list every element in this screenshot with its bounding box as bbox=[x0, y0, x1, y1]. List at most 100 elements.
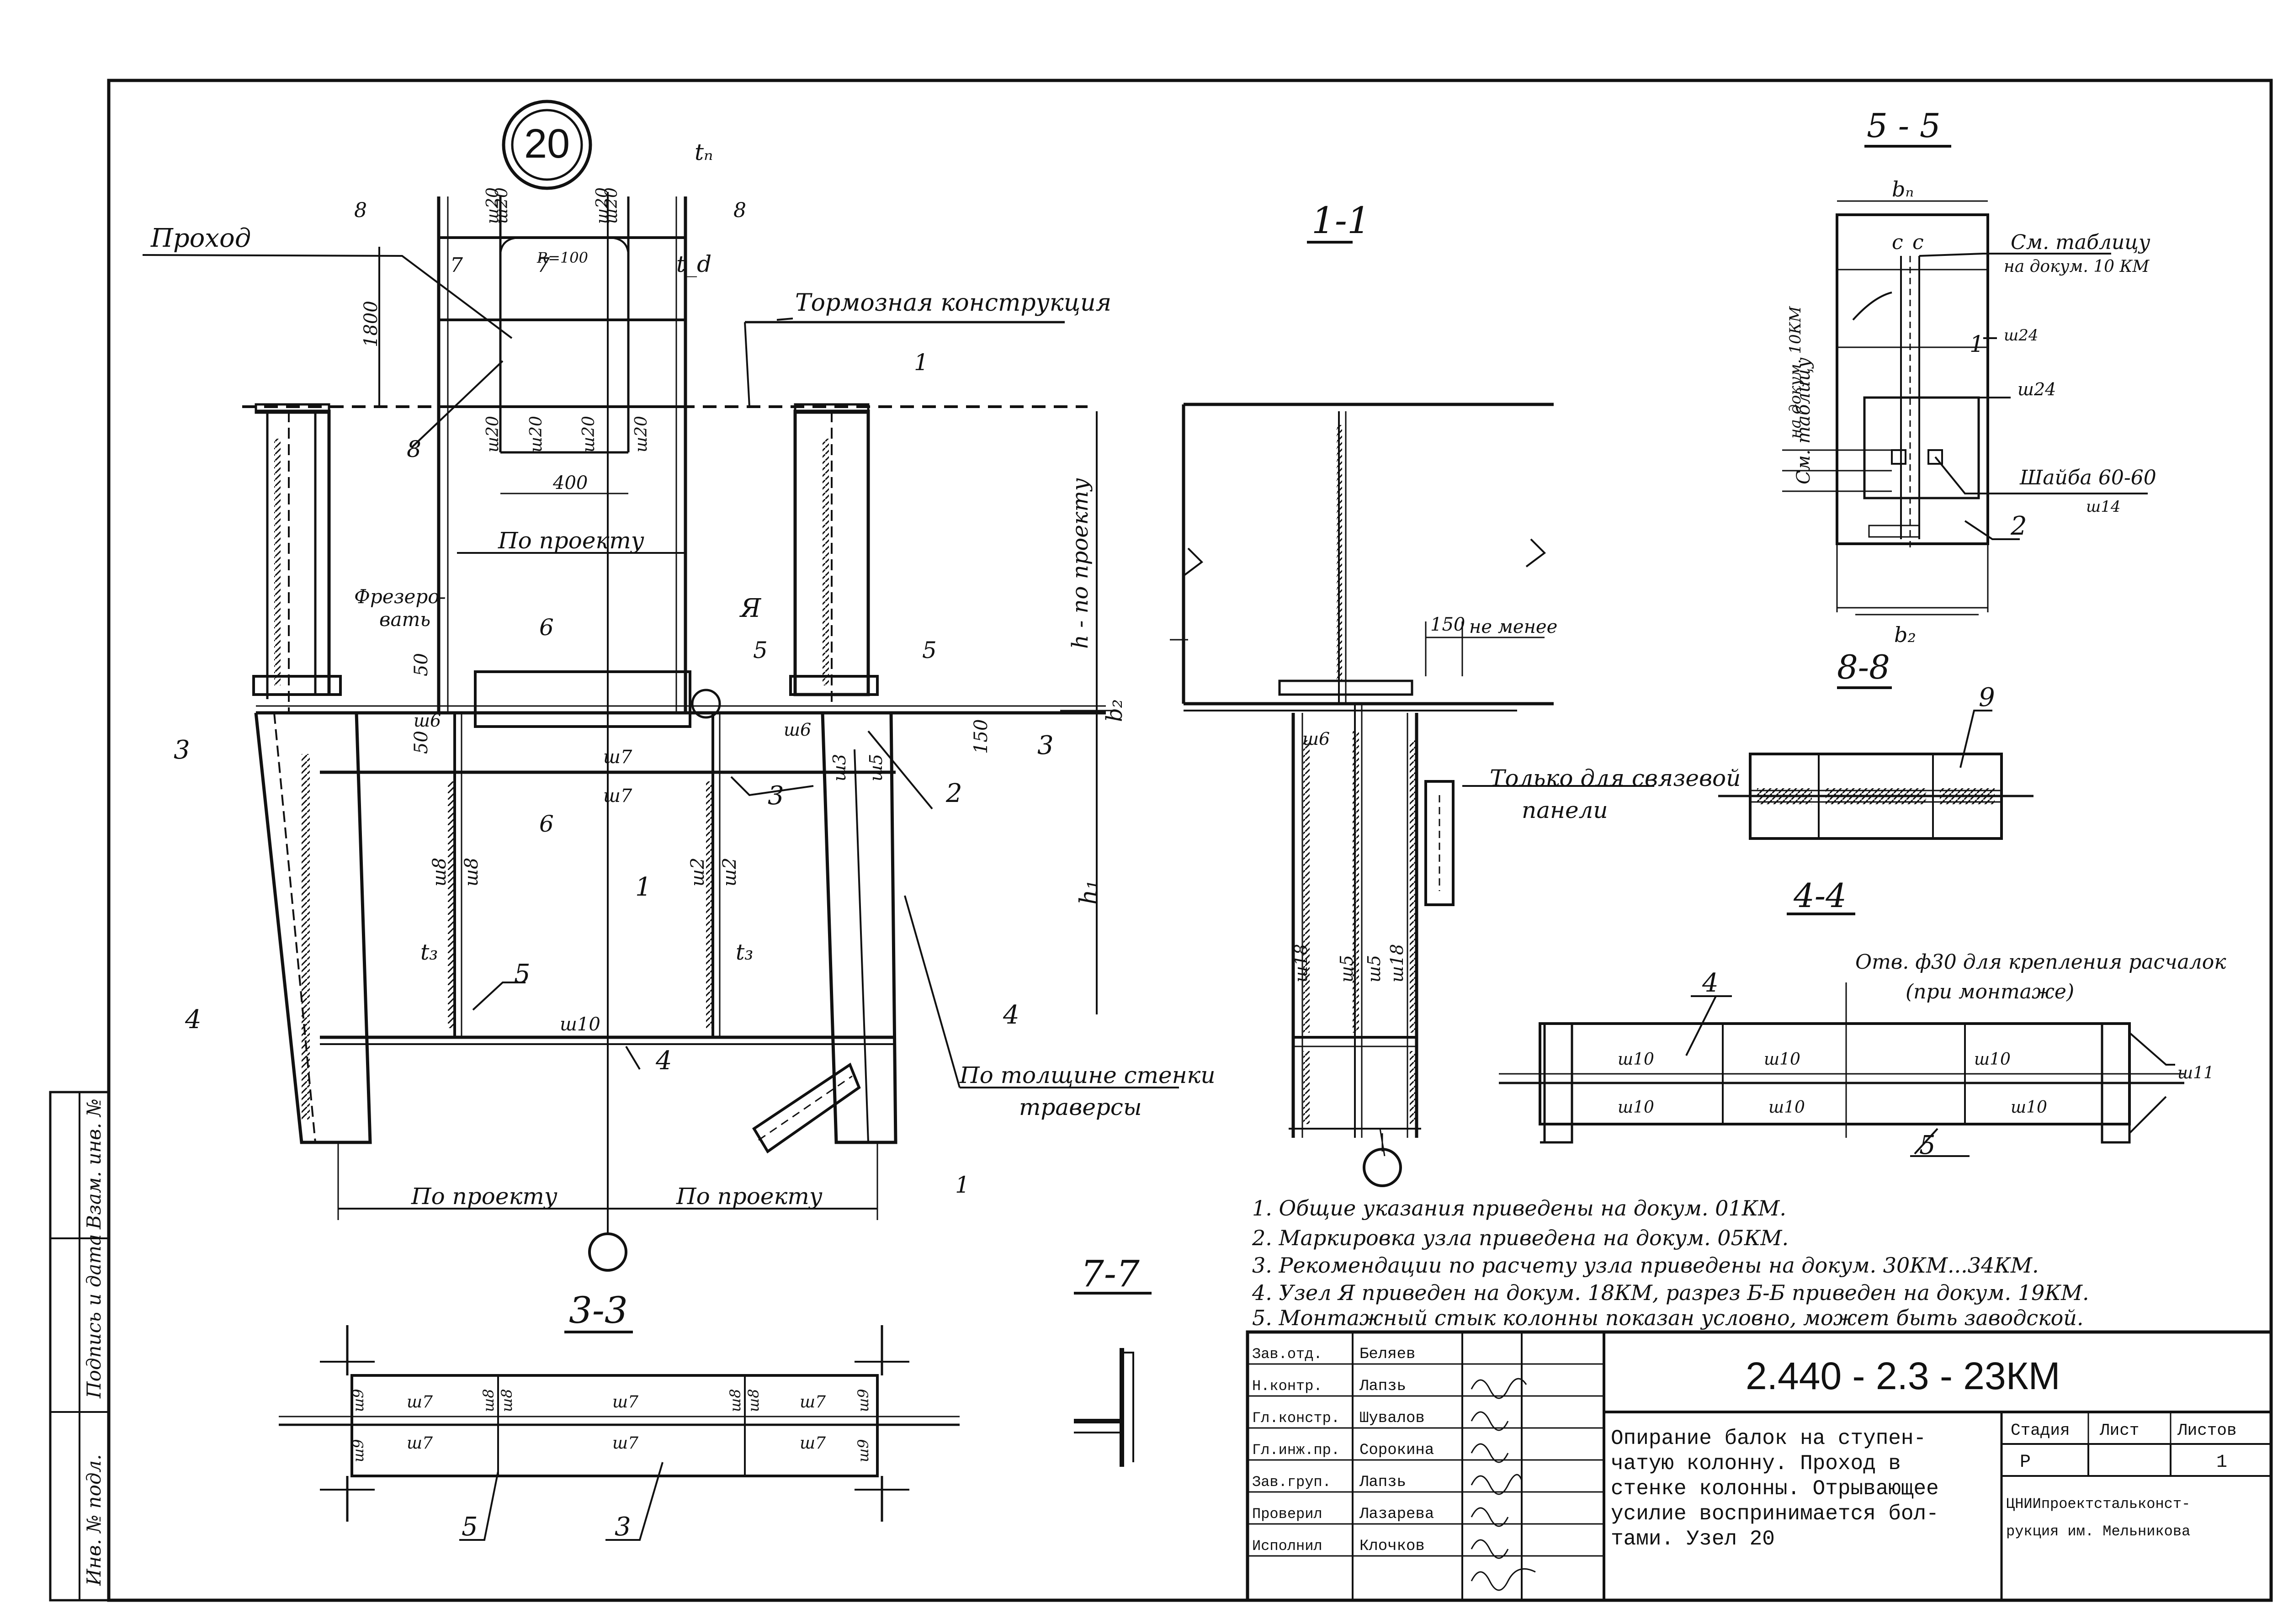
name-0: Беляев bbox=[1359, 1346, 1415, 1363]
mark-4b: 4 bbox=[1003, 1000, 1019, 1030]
label-c1: c bbox=[1892, 231, 1903, 254]
pos-3: 3 bbox=[768, 781, 784, 811]
weld-sh10: ш10 bbox=[1618, 1098, 1654, 1117]
sheets-header: Листов bbox=[2177, 1421, 2237, 1440]
label-b2: b₂ bbox=[1102, 699, 1127, 722]
label-td: t_d bbox=[676, 251, 711, 277]
doc-number: 2.440 - 2.3 - 23КМ bbox=[1746, 1354, 2060, 1397]
name-4: Лапзь bbox=[1359, 1474, 1406, 1491]
weld-sh10: ш10 bbox=[560, 1014, 600, 1035]
node-number-circle bbox=[502, 100, 592, 190]
role-0: Зав.отд. bbox=[1252, 1346, 1322, 1363]
role-6: Исполнил bbox=[1252, 1538, 1322, 1555]
pos-1: 1 bbox=[635, 872, 652, 902]
weld-sh8: ш8 bbox=[745, 1389, 762, 1412]
label-frezerovat-2: вать bbox=[379, 608, 430, 631]
label-po-proektu-left: По проекту bbox=[411, 1183, 557, 1210]
weld-sh9: ш9 bbox=[350, 1439, 367, 1462]
note-2: 2. Маркировка узла приведена на докум. 0… bbox=[1252, 1226, 1789, 1250]
label-po-tolshchine-2: траверсы bbox=[1019, 1094, 1142, 1120]
weld-sh14: ш14 bbox=[2086, 498, 2120, 516]
dim-400: 400 bbox=[552, 472, 588, 494]
weld-sh10: ш10 bbox=[1974, 1050, 2011, 1069]
weld-sh5: ш5 bbox=[1364, 955, 1384, 982]
weld-sh8: ш8 bbox=[480, 1389, 497, 1412]
weld-sh20: ш20 bbox=[483, 416, 502, 452]
mark-6a: 6 bbox=[539, 614, 554, 641]
mark-1a: 1 bbox=[914, 349, 929, 376]
label-t3a: t₃ bbox=[420, 939, 438, 965]
pos-33-3: 3 bbox=[615, 1512, 631, 1542]
title-block bbox=[1246, 1330, 2273, 1602]
label-t3b: t₃ bbox=[736, 939, 754, 965]
title-line-1: Опирание балок на ступен- bbox=[1611, 1427, 1926, 1450]
weld-sh20: ш20 bbox=[493, 187, 511, 224]
role-4: Зав.груп. bbox=[1252, 1474, 1331, 1491]
label-frezerovat-1: Фрезеро- bbox=[354, 585, 446, 608]
weld-sh20: ш20 bbox=[483, 187, 502, 224]
weld-sh18: ш18 bbox=[1387, 944, 1407, 982]
weld-sh18: ш18 bbox=[1291, 944, 1311, 982]
weld-sh24: ш24 bbox=[2018, 379, 2056, 399]
section-7-7-labels: 7-7 bbox=[1081, 1252, 1140, 1295]
title-7-7: 7-7 bbox=[1081, 1252, 1140, 1295]
stage-header: Стадия bbox=[2011, 1421, 2070, 1440]
main-elevation bbox=[142, 100, 1188, 1272]
note-1: 1. Общие указания приведены на докум. 01… bbox=[1252, 1196, 1786, 1221]
role-5: Проверил bbox=[1252, 1506, 1322, 1523]
label-c2: c bbox=[1912, 231, 1924, 254]
label-tormoznaya: Тормозная конструкция bbox=[795, 289, 1111, 317]
pos-4: 4 bbox=[655, 1046, 672, 1076]
weld-sh8: ш8 bbox=[461, 858, 482, 886]
title-5-5: 5 - 5 bbox=[1867, 106, 1941, 145]
pos-8: 8 bbox=[407, 436, 421, 462]
weld-sh7: ш7 bbox=[612, 1434, 638, 1453]
label-ne-menee: не менее bbox=[1469, 616, 1557, 637]
pos-44-5: 5 bbox=[1919, 1130, 1936, 1160]
pos-5: 5 bbox=[514, 959, 531, 989]
mark-8a: 8 bbox=[354, 199, 367, 222]
weld-sh8: ш8 bbox=[429, 858, 450, 886]
weld-sh5: ш5 bbox=[866, 754, 886, 781]
pos-44-4: 4 bbox=[1702, 968, 1719, 998]
sheets-value: 1 bbox=[2216, 1452, 2227, 1473]
section-1-1-hatch bbox=[1303, 425, 1416, 1124]
weld-sh6: ш6 bbox=[1302, 729, 1330, 749]
label-shaiba: Шайба 60-60 bbox=[2019, 466, 2156, 489]
weld-sh7: ш7 bbox=[800, 1393, 826, 1412]
node-number-label: 20 bbox=[524, 121, 570, 167]
weld-sh7: ш7 bbox=[603, 747, 632, 768]
main-elevation-labels: 20 Проход Тормозная конструкция По проек… bbox=[150, 121, 1216, 1210]
label-h-po-proektu: h - по проекту bbox=[1067, 478, 1093, 649]
mark-4a: 4 bbox=[185, 1005, 202, 1035]
section-3-3-labels: 3-3 ш9 ш9 ш9 ш9 ш7 ш7 ш7 ш7 ш7 ш7 ш8 ш8 … bbox=[350, 1289, 872, 1542]
pos-55-1: 1 bbox=[1970, 331, 1984, 357]
label-sm-tablicu-side-2: на докум. 10КМ bbox=[1786, 306, 1805, 439]
weld-sh8: ш8 bbox=[498, 1389, 515, 1412]
section-7-7 bbox=[1074, 1292, 1152, 1467]
weld-sh7: ш7 bbox=[407, 1434, 433, 1453]
role-3: Гл.инж.пр. bbox=[1252, 1442, 1340, 1459]
weld-sh10: ш10 bbox=[1618, 1050, 1654, 1069]
side-stamp: Инв. № подл. Подпись и дата Взам. инв. № bbox=[83, 1099, 105, 1586]
pos-2: 2 bbox=[945, 779, 962, 808]
role-2: Гл.констр. bbox=[1252, 1410, 1340, 1427]
label-tn: tₙ bbox=[695, 139, 713, 165]
weld-sh6: ш6 bbox=[784, 720, 811, 740]
weld-sh20: ш20 bbox=[632, 416, 651, 452]
weld-sh5: ш5 bbox=[1337, 955, 1357, 982]
section-4-4 bbox=[1499, 913, 2184, 1157]
pos-88-9: 9 bbox=[1979, 683, 1995, 712]
label-prokhod: Проход bbox=[150, 223, 251, 253]
title-line-4: усилие воспринимается бол- bbox=[1611, 1502, 1939, 1526]
title-block-text: 2.440 - 2.3 - 23КМ Опирание балок на сту… bbox=[1252, 1346, 2237, 1555]
note-5: 5. Монтажный стык колонны показан условн… bbox=[1252, 1306, 2084, 1330]
weld-sh3: ш3 bbox=[829, 754, 849, 781]
pos-ya: Я bbox=[739, 594, 762, 623]
section-8-8-hatch bbox=[1757, 788, 1995, 804]
mark-5a: 5 bbox=[753, 637, 768, 663]
section-8-8-labels: 8-8 9 bbox=[1837, 648, 1995, 712]
mark-8b: 8 bbox=[733, 199, 746, 222]
